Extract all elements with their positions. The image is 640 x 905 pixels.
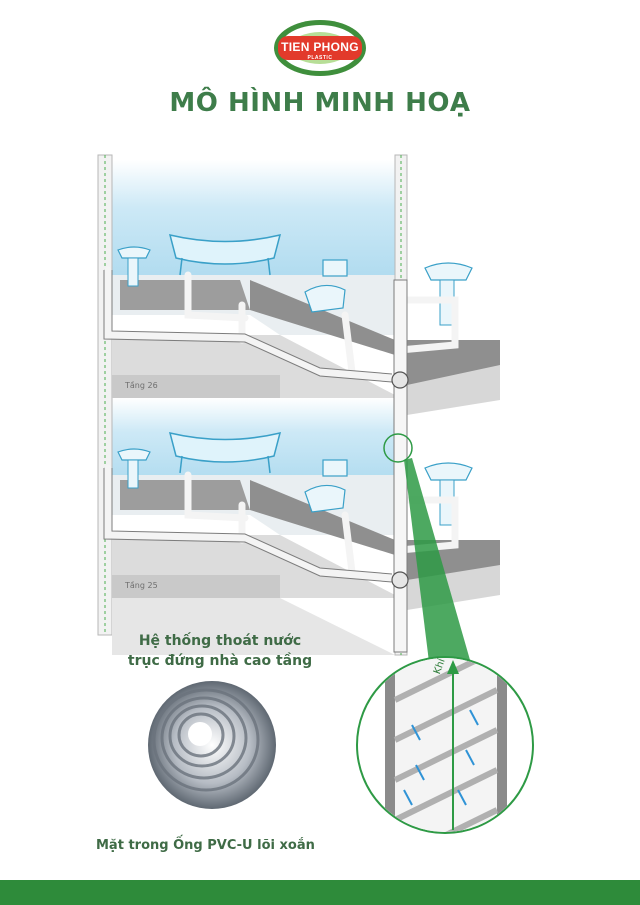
system-caption-line-1: Hệ thống thoát nước [138, 633, 302, 649]
washbasin-icon [117, 448, 151, 461]
tien-phong-logo: TIEN PHONG PLASTIC [272, 18, 368, 78]
toilet-icon [322, 459, 348, 477]
floor-25-room [112, 398, 395, 535]
washbasin-icon [117, 246, 151, 259]
pipe-interior-caption: Mặt trong Ống PVC-U lõi xoắn [96, 838, 315, 853]
logo-emblem-icon [274, 20, 366, 76]
toilet-icon [322, 259, 348, 277]
zoom-connector [404, 458, 470, 670]
logo-subtext: PLASTIC [307, 55, 333, 61]
stack-fitting-icon [391, 571, 409, 589]
drainage-diagram: Tầng 26 Tầng 25 Khí [0, 140, 640, 860]
water-flow-arrows [403, 709, 479, 806]
floor-26-fixtures [117, 233, 473, 326]
footer-bar [0, 880, 640, 905]
building-cross-section [97, 154, 534, 834]
arrow-up-icon [447, 660, 459, 674]
pedestal-sink-icon [424, 262, 473, 281]
bathtub-icon [168, 233, 282, 265]
floor-25-label: Tầng 25 [125, 581, 158, 590]
stack-fitting-icon [391, 371, 409, 389]
system-caption-line-2: trục đứng nhà cao tầng [127, 653, 313, 669]
pvc-pipe-interior-image [148, 681, 276, 809]
floor-26-slab [112, 280, 500, 415]
system-caption: Hệ thống thoát nước trục đứng nhà cao tầ… [90, 631, 350, 671]
pedestal-sink-icon [424, 462, 473, 481]
bathtub-icon [168, 431, 282, 463]
logo-text: TIEN PHONG [281, 40, 359, 54]
magnified-pipe-section [356, 656, 534, 834]
drain-pipe-outlines [103, 270, 393, 583]
zoom-indicator-circle [383, 433, 413, 463]
page-title: MÔ HÌNH MINH HOẠ [169, 88, 471, 118]
floor-26-label: Tầng 26 [125, 381, 158, 390]
